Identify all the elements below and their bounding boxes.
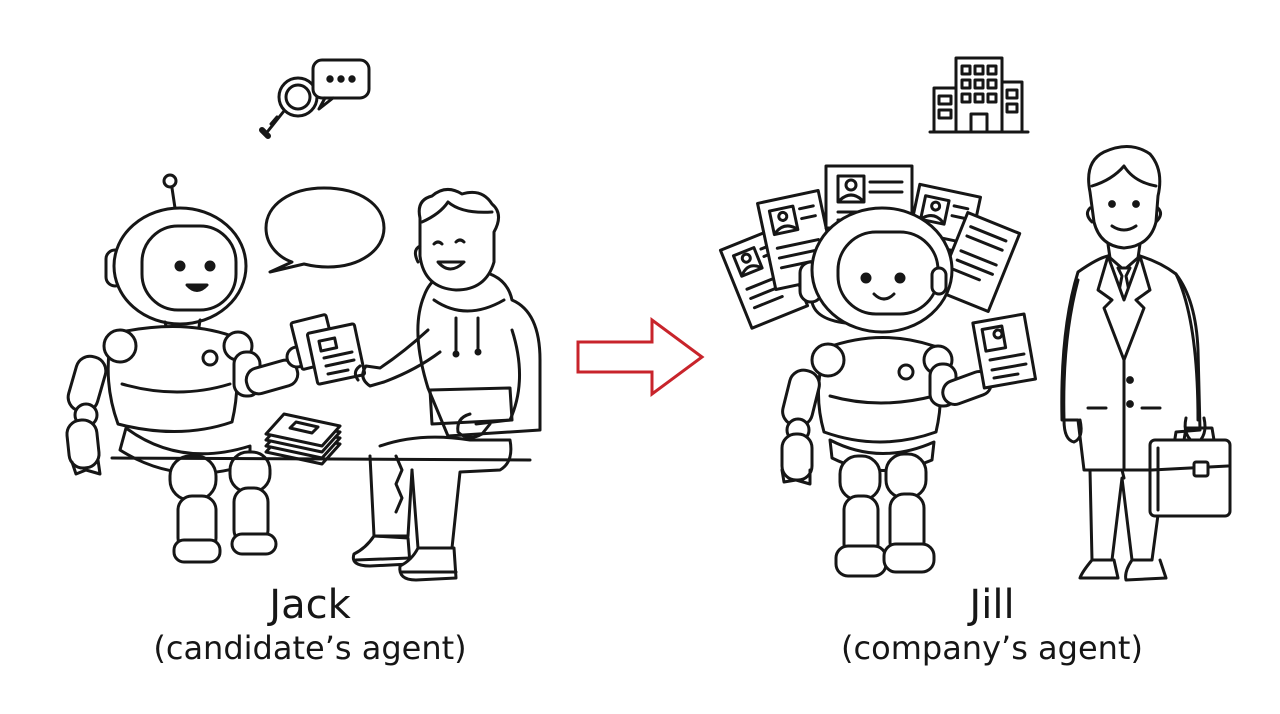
jack-caption: Jack (candidate’s agent) bbox=[130, 582, 490, 668]
jill-role: (company’s agent) bbox=[841, 629, 1143, 667]
bench bbox=[110, 456, 532, 462]
jack-robot bbox=[65, 173, 309, 564]
businessman-person bbox=[1060, 145, 1207, 582]
jill-caption: Jill (company’s agent) bbox=[812, 582, 1172, 668]
jack-role: (candidate’s agent) bbox=[153, 629, 467, 667]
jack-name: Jack bbox=[269, 582, 351, 628]
candidate-person bbox=[351, 188, 542, 582]
paper-stack bbox=[264, 412, 342, 466]
speech-bubble-icon bbox=[264, 186, 386, 274]
arrow-right-icon bbox=[576, 317, 705, 397]
magnifier-chat-icon bbox=[259, 58, 371, 139]
jill-name: Jill bbox=[969, 582, 1015, 628]
resume-in-hand bbox=[971, 312, 1038, 390]
office-building-icon bbox=[928, 56, 1030, 134]
jill-robot bbox=[780, 206, 993, 578]
resume-cards bbox=[289, 313, 367, 386]
briefcase-icon bbox=[1148, 426, 1232, 518]
